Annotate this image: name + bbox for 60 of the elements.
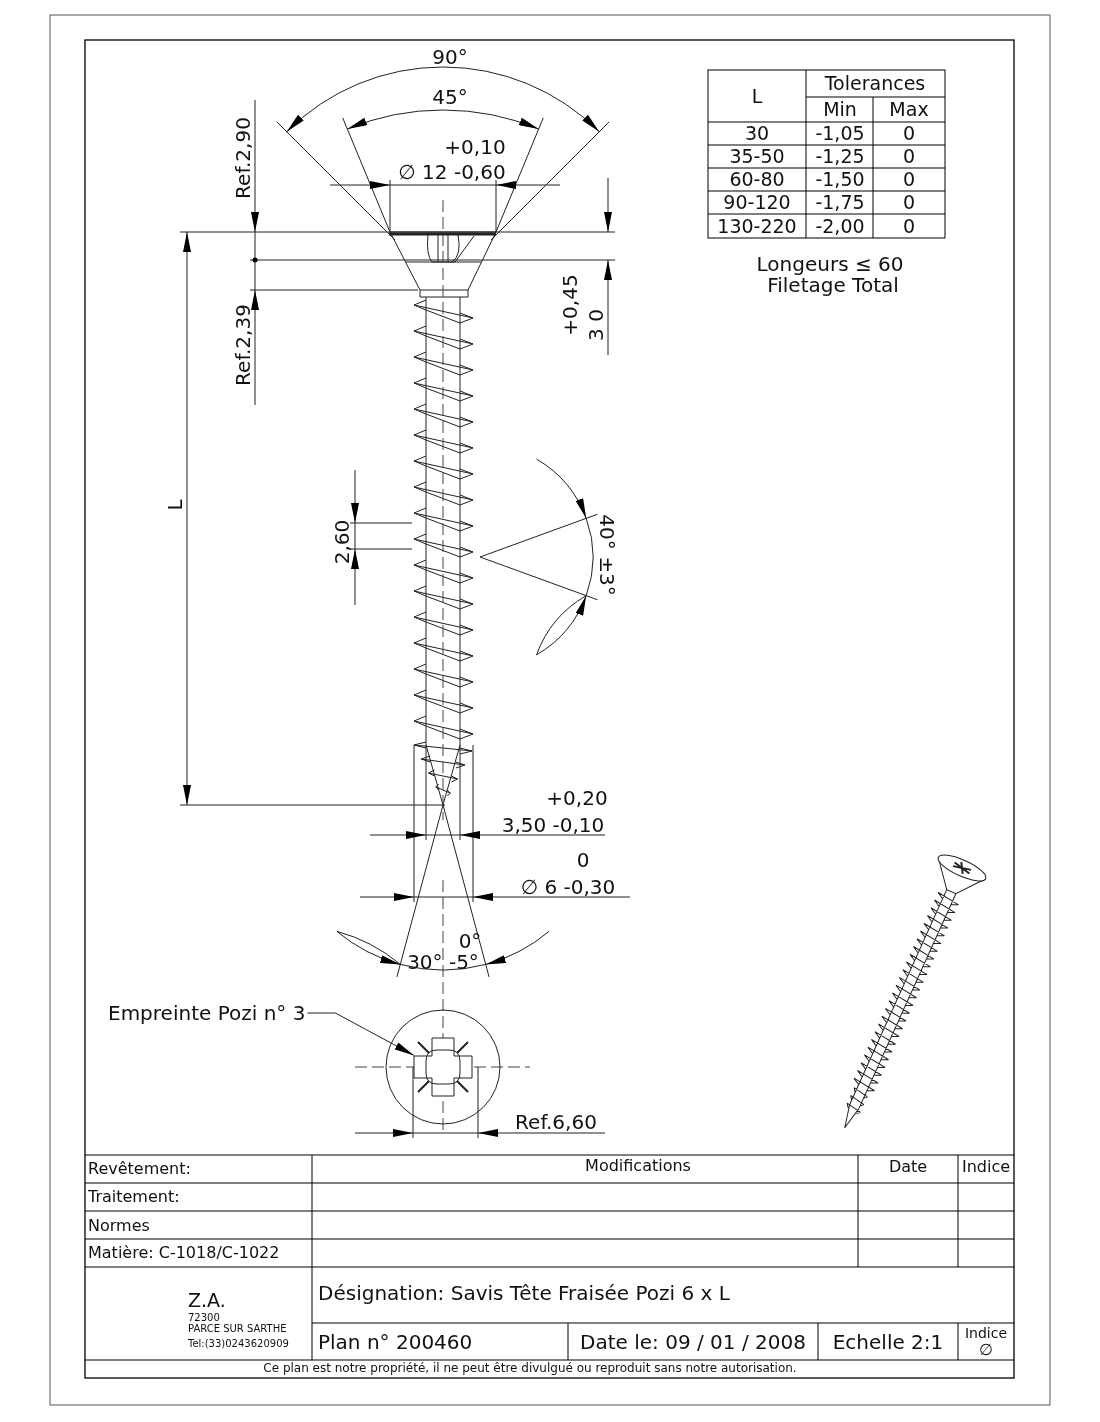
dimension-text: L — [164, 499, 186, 511]
dimension-text: 3 0 — [585, 309, 607, 341]
address-text: 72300 — [188, 1311, 220, 1323]
table-value: 90-120 — [723, 191, 791, 213]
dimension-text: ∅ 12 -0,60 — [398, 161, 506, 183]
tolerance-text: +0,10 — [444, 136, 506, 158]
angle-dimension-text: 45° — [432, 86, 468, 108]
address-text: PARCE SUR SARTHE — [188, 1322, 287, 1334]
title-block-text: Modifications — [585, 1157, 691, 1175]
title-block-text: Traitement: — [88, 1188, 180, 1206]
title-block-text: Désignation: Savis Tête Fraisée Pozi 6 x L — [318, 1282, 730, 1304]
dimension-text: ∅ 6 -0,30 — [520, 876, 616, 898]
title-block-text: Echelle 2:1 — [832, 1331, 944, 1353]
table-header: L — [751, 85, 763, 107]
title-block-text: Indice — [961, 1158, 1011, 1176]
table-value: -1,05 — [815, 122, 865, 144]
dimension-text: Ref.6,60 — [515, 1111, 597, 1133]
table-value: 0 — [902, 215, 916, 237]
dimension-text: Ref.2,90 — [232, 117, 254, 199]
dimension-text: 3,50 -0,10 — [501, 814, 605, 836]
title-block-text: Date le: 09 / 01 / 2008 — [580, 1331, 806, 1353]
title-block-text: Revêtement: — [88, 1160, 191, 1178]
title-block-text: Normes — [88, 1217, 150, 1235]
table-value: 130-220 — [717, 215, 797, 237]
table-value: -2,00 — [815, 215, 865, 237]
title-block-text: Date — [888, 1158, 928, 1176]
tolerance-text: 0° — [458, 930, 482, 952]
table-value: 0 — [902, 191, 916, 213]
table-value: 0 — [902, 145, 916, 167]
dimension-text: Ref.2,39 — [232, 304, 254, 386]
table-value: 35-50 — [729, 145, 785, 167]
title-block-text: Indice — [964, 1326, 1008, 1342]
table-header: Tolerances — [824, 72, 926, 94]
tolerance-text: 0 — [576, 849, 590, 871]
table-value: -1,75 — [815, 191, 865, 213]
note-text: Longeurs ≤ 60 — [756, 253, 904, 275]
pozi-recess-drawing — [413, 1037, 473, 1097]
title-block-text: ∅ — [979, 1341, 993, 1359]
title-block-text: Plan n° 200460 — [318, 1331, 473, 1353]
table-header: Min — [823, 98, 857, 120]
table-value: -1,25 — [815, 145, 865, 167]
table-value: 60-80 — [729, 168, 785, 190]
table-header: Max — [889, 98, 929, 120]
angle-dimension-text: 90° — [432, 46, 468, 68]
angle-dimension-text: 30° -5° — [407, 951, 479, 973]
table-value: 0 — [902, 168, 916, 190]
note-text: Filetage Total — [767, 274, 899, 296]
table-value: 0 — [902, 122, 916, 144]
table-value: -1,50 — [815, 168, 865, 190]
tolerance-text: +0,45 — [559, 274, 581, 336]
dimension-text: 2,60 — [331, 519, 353, 565]
title-block-text: Matière: C-1018/C-1022 — [88, 1244, 280, 1262]
callout-text: Empreinte Pozi n° 3 — [108, 1002, 306, 1024]
tolerance-text: +0,20 — [546, 787, 608, 809]
address-text: Tel:(33)0243620909 — [188, 1337, 289, 1349]
leader-line — [306, 1012, 415, 1056]
footer-note: Ce plan est notre propriété, il ne peut être divulgué ou reproduit sans notre autorisation. — [263, 1362, 797, 1376]
address-text: Z.A. — [188, 1289, 226, 1311]
angle-dimension-text: 40° ±3° — [596, 514, 618, 596]
table-value: 30 — [744, 122, 770, 144]
